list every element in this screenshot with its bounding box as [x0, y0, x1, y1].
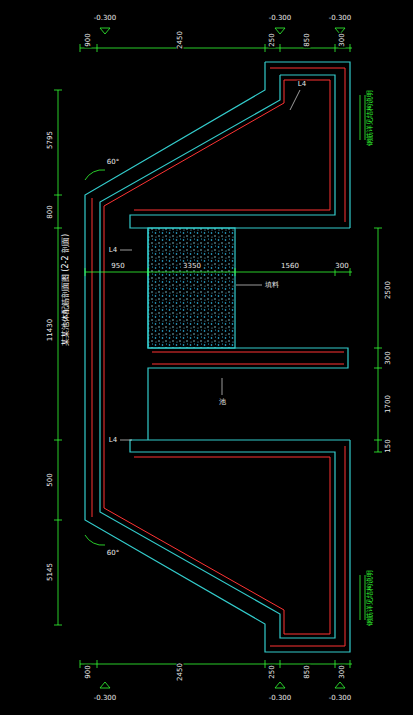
dimension-label: 300	[339, 32, 346, 47]
dimension-label: -0.300	[268, 15, 293, 22]
dimension-label: 300	[339, 664, 346, 679]
dimension-label: 60°	[106, 159, 120, 166]
dimension-label: 850	[304, 32, 311, 47]
dimension-label: -0.300	[328, 695, 353, 702]
dimension-label: -0.300	[268, 695, 293, 702]
dimension-label: 11430	[47, 318, 54, 342]
dimension-label: 60°	[106, 550, 120, 557]
drawing-title: 某某池体配筋剖面图 (2-2 剖面)	[62, 233, 70, 347]
dimension-label: 填料	[264, 282, 280, 289]
dimension-label: L4	[108, 247, 118, 254]
dimension-label: 2500	[385, 280, 392, 300]
dimension-label: 1700	[385, 394, 392, 414]
dimension-label: 1560	[280, 263, 300, 270]
dimension-label: 钢筋详见结构说明	[367, 89, 374, 147]
concrete-outline	[85, 62, 350, 652]
dimension-label: 2450	[177, 30, 184, 50]
dimension-label: 250	[269, 664, 276, 679]
dimension-label: 300	[334, 263, 349, 270]
dimension-label: 900	[85, 664, 92, 679]
dimension-label: 900	[85, 32, 92, 47]
dimension-label: -0.300	[328, 15, 353, 22]
dimension-label: -0.300	[93, 15, 118, 22]
dimension-label: 300	[385, 350, 392, 365]
dimension-label: 池	[218, 399, 227, 406]
dimension-label: 150	[385, 438, 392, 453]
rebar-line	[92, 68, 345, 646]
dimension-label: 850	[304, 664, 311, 679]
dimension-label: -0.300	[93, 695, 118, 702]
leader-line	[120, 90, 300, 440]
dimension-line	[54, 28, 382, 688]
dimension-label: 3350	[182, 263, 202, 270]
dimension-label: 5795	[47, 130, 54, 150]
dimension-label: 250	[269, 32, 276, 47]
dimension-label: L4	[108, 437, 118, 444]
dimension-label: 5145	[47, 562, 54, 582]
dimension-label: 950	[110, 263, 125, 270]
dimension-label: 2450	[177, 662, 184, 682]
dimension-label: 800	[47, 204, 54, 219]
dimension-label: 钢筋详见结构说明	[367, 569, 374, 627]
dimension-label: L4	[297, 81, 307, 88]
dimension-label: 500	[47, 472, 54, 487]
